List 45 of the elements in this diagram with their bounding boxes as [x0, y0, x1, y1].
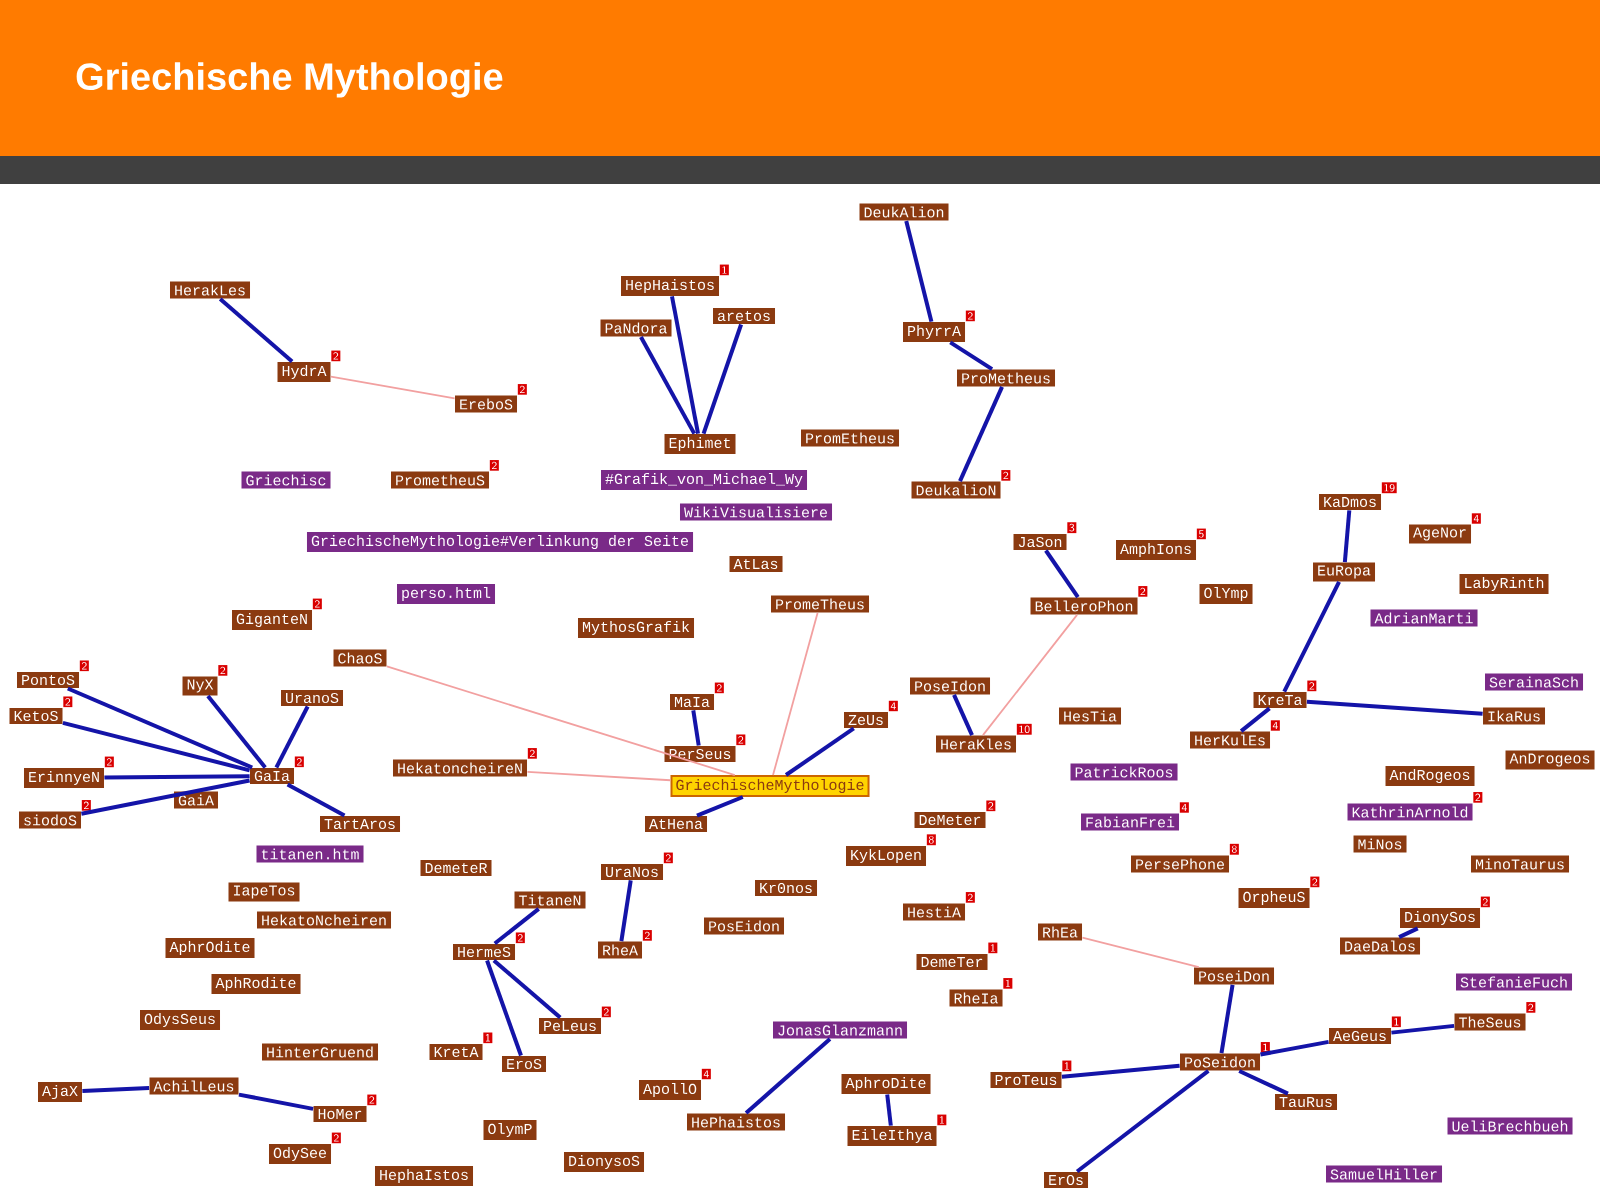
connector — [1260, 1039, 1329, 1057]
connector — [1282, 581, 1341, 693]
connector — [982, 614, 1078, 736]
connector — [1391, 1023, 1455, 1035]
connector — [958, 386, 1004, 482]
connector — [274, 705, 310, 769]
connector — [286, 782, 346, 818]
connector — [1398, 926, 1419, 939]
connector — [526, 771, 672, 782]
connector — [784, 726, 855, 777]
connector — [206, 694, 267, 769]
connector — [701, 323, 743, 435]
connector — [493, 907, 540, 946]
connector — [386, 665, 736, 776]
connector — [744, 1037, 832, 1115]
connector — [1044, 549, 1080, 599]
connector — [238, 1092, 314, 1111]
connector — [619, 880, 633, 942]
connector — [67, 686, 253, 770]
connector — [949, 340, 994, 371]
connector — [82, 1086, 150, 1093]
connector — [1081, 936, 1200, 968]
connector — [104, 774, 250, 780]
connector — [639, 335, 697, 435]
connector — [670, 296, 700, 434]
connector — [1238, 1069, 1289, 1096]
connector — [485, 959, 523, 1057]
connector — [81, 778, 250, 816]
connector — [1306, 699, 1483, 716]
connector — [62, 720, 251, 773]
connector — [696, 795, 744, 818]
connector — [218, 297, 294, 364]
connector — [1342, 510, 1352, 563]
connector — [952, 694, 974, 736]
connector — [885, 1094, 893, 1126]
connector — [1219, 984, 1235, 1054]
connector — [691, 710, 701, 746]
connector — [330, 375, 456, 400]
connector — [492, 959, 562, 1020]
connector — [772, 612, 819, 776]
slide-title: Griechische Mythologie — [76, 62, 503, 98]
connector — [904, 220, 934, 323]
connector — [1075, 1069, 1210, 1174]
connector — [1239, 706, 1271, 733]
connector — [1061, 1063, 1180, 1079]
